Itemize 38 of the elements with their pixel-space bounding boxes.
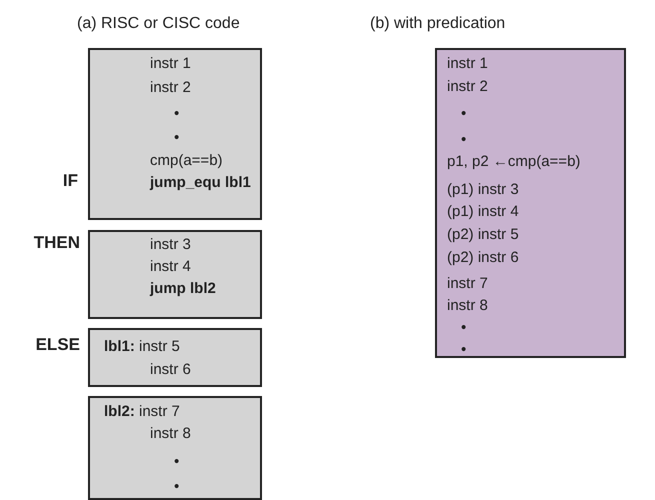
code-line: instr 2 — [447, 77, 488, 97]
code-line: lbl2: instr 7 — [104, 402, 180, 422]
code-line: instr 6 — [150, 360, 191, 380]
block-label: ELSE — [34, 335, 80, 355]
code-line: • — [174, 477, 180, 497]
code-block — [435, 48, 626, 358]
code-line: instr 1 — [447, 54, 488, 74]
block-label: IF — [62, 171, 78, 191]
code-line: instr 2 — [150, 78, 191, 98]
code-line: • — [174, 452, 180, 472]
code-line: • — [174, 104, 180, 124]
code-line: instr 4 — [150, 257, 191, 277]
code-line: (p2) instr 5 — [447, 225, 519, 245]
code-block — [88, 230, 262, 319]
panel-title: (b) with predication — [370, 14, 506, 34]
code-line: lbl1: instr 5 — [104, 337, 180, 357]
code-line: • — [461, 340, 466, 360]
code-line: • — [461, 130, 466, 150]
code-line: (p1) instr 4 — [447, 202, 519, 222]
code-line: jump lbl2 — [150, 279, 216, 299]
panel-title: (a) RISC or CISC code — [77, 14, 240, 34]
code-line: cmp(a==b) — [150, 151, 223, 171]
code-line: (p1) instr 3 — [447, 180, 519, 200]
code-line: instr 3 — [150, 235, 191, 255]
code-block — [88, 396, 262, 500]
code-line: p1, p2 ←cmp(a==b) — [447, 152, 580, 172]
code-line: • — [461, 104, 466, 124]
code-line: • — [461, 318, 466, 338]
code-line: jump_equ lbl1 — [150, 173, 251, 193]
code-line: instr 8 — [447, 296, 488, 316]
code-line: • — [174, 128, 180, 148]
code-line: instr 7 — [447, 274, 488, 294]
code-line: instr 8 — [150, 424, 191, 444]
code-block — [88, 48, 262, 220]
block-label: THEN — [32, 233, 80, 253]
code-line: (p2) instr 6 — [447, 248, 519, 268]
code-line: instr 1 — [150, 54, 191, 74]
code-block — [88, 328, 262, 387]
